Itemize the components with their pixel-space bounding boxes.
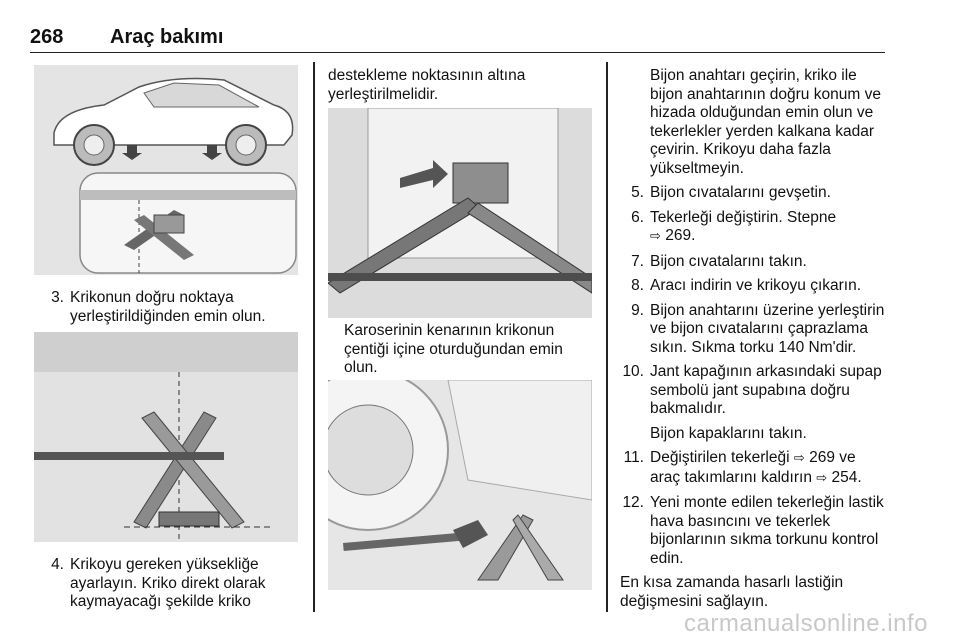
car-jacking-points-illustration: [34, 65, 298, 275]
item-text: araç takımlarını kaldırın: [650, 468, 812, 486]
jack-under-sill-illustration: [34, 332, 298, 542]
paragraph: Bijon anahtarı geçirin, kriko ile bijon …: [650, 67, 881, 177]
column-2-caption: Karoserinin kenarının krikonun çentiği i…: [344, 322, 594, 384]
list-item: 10. Jant kapağının arkasındaki supap sem…: [620, 363, 890, 419]
column-2-continued-text: destekleme noktasının altına yerleştiril…: [328, 67, 593, 110]
item-number: 9.: [631, 301, 644, 319]
item-text: Değiştirilen tekerleği: [650, 449, 790, 466]
item-text: Tekerleği değiştirin. Stepne: [650, 208, 837, 226]
page-reference-link[interactable]: 269 ve: [809, 449, 856, 466]
item-number: 5.: [631, 184, 644, 201]
item-text: Aracı indirin ve krikoyu çıkarın.: [650, 277, 862, 294]
item-text: Jant kapağının arkasındaki supap sembolü…: [650, 363, 882, 417]
paragraph: En kısa zamanda hasarlı lastiğin değişme…: [620, 574, 844, 610]
item-number: 4.: [51, 556, 64, 573]
list-item: 8. Aracı indirin ve krikoyu çıkarın.: [620, 277, 890, 296]
page-header: 268 Araç bakımı: [30, 22, 885, 53]
page-number: 268: [30, 26, 64, 48]
list-item: 3. Krikonun doğru noktaya yerleştirildiğ…: [40, 289, 300, 326]
list-item: 9. Bijon anahtarını üzerine yerleştirin …: [620, 302, 890, 358]
list-item: 12. Yeni monte edilen tekerleğin lastik …: [620, 494, 890, 568]
item-text: Krikoyu gereken yüksekliğe ayarlayın. Kr…: [70, 556, 266, 610]
column-3-text: Bijon anahtarı geçirin, kriko ile bijon …: [620, 67, 890, 617]
column-1-step-4: 4. Krikoyu gereken yüksekliğe ayarlayın.…: [40, 556, 300, 618]
list-item: 5. Bijon cıvatalarını gevşetin.: [620, 184, 890, 203]
column-divider: [313, 62, 315, 612]
item-text: Bijon cıvatalarını takın.: [650, 252, 807, 270]
item-text: Bijon anahtarını üzerine yerleştirin ve …: [650, 301, 885, 356]
wrench-on-jack-illustration: [328, 380, 592, 590]
item-number: 6.: [631, 208, 644, 226]
watermark: carmanualsonline.info: [684, 610, 928, 637]
column-divider: [606, 62, 608, 612]
page-reference-arrow-icon: ⇨: [816, 470, 828, 486]
item-text: Bijon cıvatalarını gevşetin.: [650, 184, 831, 201]
page-reference-link[interactable]: 254.: [831, 468, 862, 486]
item-text: Yeni monte edilen tekerleğin lastik hava…: [650, 494, 884, 567]
item-number: 8.: [631, 277, 644, 294]
paragraph: Bijon kapaklarını takın.: [650, 424, 807, 442]
list-item: 6. Tekerleği değiştirin. Stepne ⇨ 269.: [620, 209, 890, 247]
page-reference-arrow-icon: ⇨: [650, 229, 661, 244]
page-reference-link[interactable]: 269.: [665, 227, 696, 244]
paragraph: Karoserinin kenarının krikonun çentiği i…: [344, 322, 563, 376]
list-item: 4. Krikoyu gereken yüksekliğe ayarlayın.…: [40, 556, 300, 612]
item-number: 7.: [631, 252, 644, 270]
item-number: 3.: [51, 289, 64, 306]
paragraph: destekleme noktasının altına yerleştiril…: [328, 67, 526, 103]
column-1-step-3: 3. Krikonun doğru noktaya yerleştirildiğ…: [40, 289, 300, 332]
jack-notch-closeup-illustration: [328, 108, 592, 318]
item-number: 11.: [623, 449, 644, 466]
page-reference-arrow-icon: ⇨: [793, 451, 805, 466]
list-item: 11. Değiştirilen tekerleği ⇨ 269 ve araç…: [620, 449, 890, 488]
item-text: Krikonun doğru noktaya yerleştirildiğind…: [70, 289, 266, 325]
item-number: 12.: [622, 494, 644, 511]
list-item: 7. Bijon cıvatalarını takın.: [620, 253, 890, 272]
item-number: 10.: [622, 363, 644, 380]
chapter-title: Araç bakımı: [110, 26, 224, 48]
